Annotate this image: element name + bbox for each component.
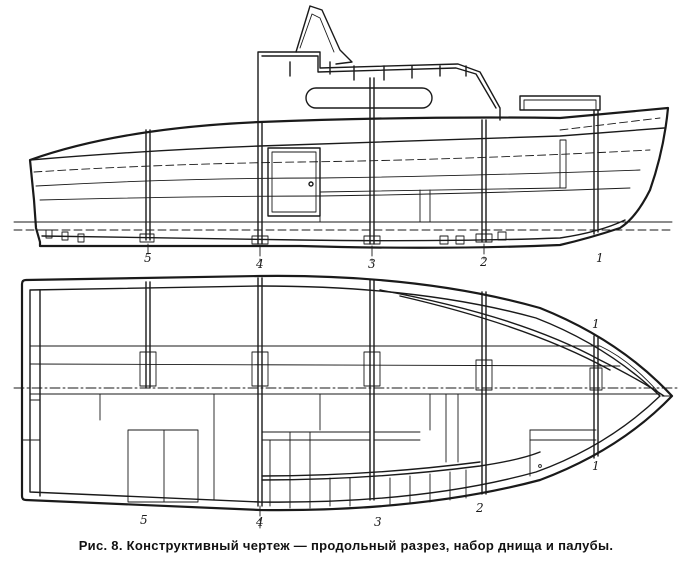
deck-line <box>29 127 665 161</box>
door-handle <box>308 181 314 187</box>
plan-hull-outline <box>20 274 674 512</box>
cabin-window <box>305 87 433 109</box>
berth <box>319 187 561 223</box>
hull-profile <box>28 106 670 249</box>
floor-blocks <box>45 229 507 245</box>
deck-hatch-inner <box>523 99 597 111</box>
plan-crossbars <box>139 351 603 391</box>
deck-beam-curve-inner <box>399 295 611 371</box>
boat-construction-drawing: 5 4 3 2 1 <box>13 5 681 529</box>
deck-stringer-mid <box>29 363 621 367</box>
side-frame-label-4: 4 <box>255 257 264 271</box>
inner-deck-dashed <box>33 149 651 173</box>
plan-frame-label-1: 1 <box>592 459 600 473</box>
plan-frame-label-top-1: 1 <box>592 317 600 331</box>
side-view: 5 4 3 2 1 <box>13 5 673 271</box>
side-frame-label-2: 2 <box>479 255 488 269</box>
windshield-inner <box>299 13 335 53</box>
side-frame-label-5: 5 <box>144 251 152 265</box>
cabin-outline <box>257 51 501 123</box>
windshield <box>295 5 353 65</box>
plan-frames <box>39 277 599 507</box>
side-frames <box>145 77 599 263</box>
deck-stringer-upper <box>29 345 661 395</box>
bottom-framing <box>21 393 661 509</box>
bow-dashed <box>559 117 661 131</box>
plan-dot <box>538 464 542 468</box>
figure-caption: Рис. 8. Конструктивный чертеж — продольн… <box>78 538 614 553</box>
side-frame-label-1: 1 <box>596 251 604 265</box>
cabin-roof-inner <box>261 55 497 109</box>
cabin-door <box>267 147 321 217</box>
bulkhead-post <box>559 139 567 189</box>
deck-hatch <box>519 95 601 111</box>
plan-inner-outline <box>29 285 661 503</box>
plan-frame-label-2: 2 <box>475 501 484 515</box>
cabin-door-panel <box>271 151 317 213</box>
side-frame-label-3: 3 <box>368 257 376 271</box>
stringer-line <box>35 169 641 187</box>
plan-view: 1 5 4 3 2 1 <box>13 274 681 529</box>
plan-frame-label-3: 3 <box>374 515 382 529</box>
chine-line <box>39 187 631 201</box>
plan-frame-label-5: 5 <box>140 513 148 527</box>
deck-beam-curve <box>379 289 665 397</box>
plan-frame-label-4: 4 <box>255 515 264 529</box>
cabin-stanchions <box>289 61 467 81</box>
